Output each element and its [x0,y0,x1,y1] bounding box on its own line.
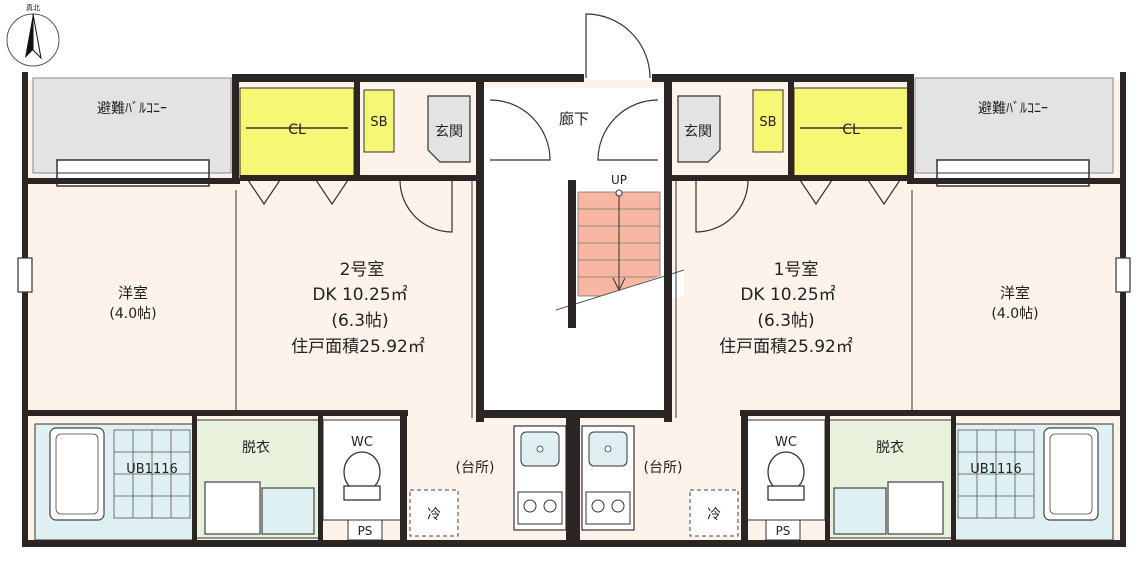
stove-right-icon [585,491,631,525]
walls [22,72,1126,547]
western-left-size: (4.0帖) [109,306,156,322]
bathtub-left [49,427,105,521]
interior-partitions [235,178,913,418]
ps-right-label: PS [776,524,791,538]
balcony-left [32,77,232,174]
wc-right-label: WC [775,435,797,450]
shoebox-right-label: SB [759,115,776,130]
ub-left-label: UB1116 [126,462,178,477]
western-left-label: 洋室 [118,284,148,302]
bath-tile-right [957,429,1035,519]
shoebox-right [752,89,784,153]
unit1-dk: DK 10.25㎡ [740,285,835,305]
north-compass-icon: 真北 [6,3,60,67]
fridge-left [409,489,459,537]
washer-left [261,487,315,535]
ub-right-label: UB1116 [970,462,1022,477]
fridge-right-label: 冷 [707,507,721,523]
genkan-right [677,95,721,163]
balcony-right [914,77,1114,174]
stairs [555,189,685,335]
corridor-label: 廊下 [559,110,589,128]
toilet-right-icon [767,451,805,501]
genkan-right-label: 玄関 [684,123,712,140]
unit2-dk: DK 10.25㎡ [312,285,407,305]
unit2-area: 住戸面積25.92㎡ [291,337,425,357]
stairs-up-label: UP [611,173,627,187]
washer-right [833,487,887,535]
shoebox-left-label: SB [370,115,387,130]
unit2-name: 2号室 [340,260,385,280]
ps-left-label: PS [358,524,373,538]
kitchen-left-label: (台所) [456,460,495,476]
north-label: 真北 [26,3,40,12]
washbasin-right [887,481,944,535]
balcony-right-label: 避難ﾊﾞﾙｺﾆｰ [978,101,1048,117]
corridor [484,88,664,178]
western-right-label: 洋室 [1000,284,1030,302]
side-window-left [17,257,33,293]
unit1-dk-jo: (6.3帖) [757,311,814,331]
closet-right-label: CL [842,122,860,138]
unit1-area: 住戸面積25.92㎡ [719,337,853,357]
fridge-right [689,489,739,537]
genkan-left-label: 玄関 [435,123,463,140]
unit2-dk-jo: (6.3帖) [331,311,388,331]
fridge-left-label: 冷 [427,507,441,523]
door-swings [247,13,901,233]
washbasin-left [204,481,261,535]
stove-left-icon [517,491,563,525]
bath-tile-left [113,429,191,519]
bathtub-right [1043,427,1099,521]
side-window-right [1115,257,1131,293]
balcony-left-label: 避難ﾊﾞﾙｺﾆｰ [97,101,167,117]
wc-left-label: WC [351,435,373,450]
dressing-left-label: 脱衣 [242,440,270,456]
kitchen-right-label: (台所) [644,460,683,476]
closet-left-label: CL [288,122,306,138]
unit1-name: 1号室 [774,260,819,280]
toilet-left-icon [343,451,381,501]
genkan-left [427,95,471,163]
dressing-right-label: 脱衣 [876,440,904,456]
shoebox-left [363,89,395,153]
western-right-size: (4.0帖) [991,306,1038,322]
